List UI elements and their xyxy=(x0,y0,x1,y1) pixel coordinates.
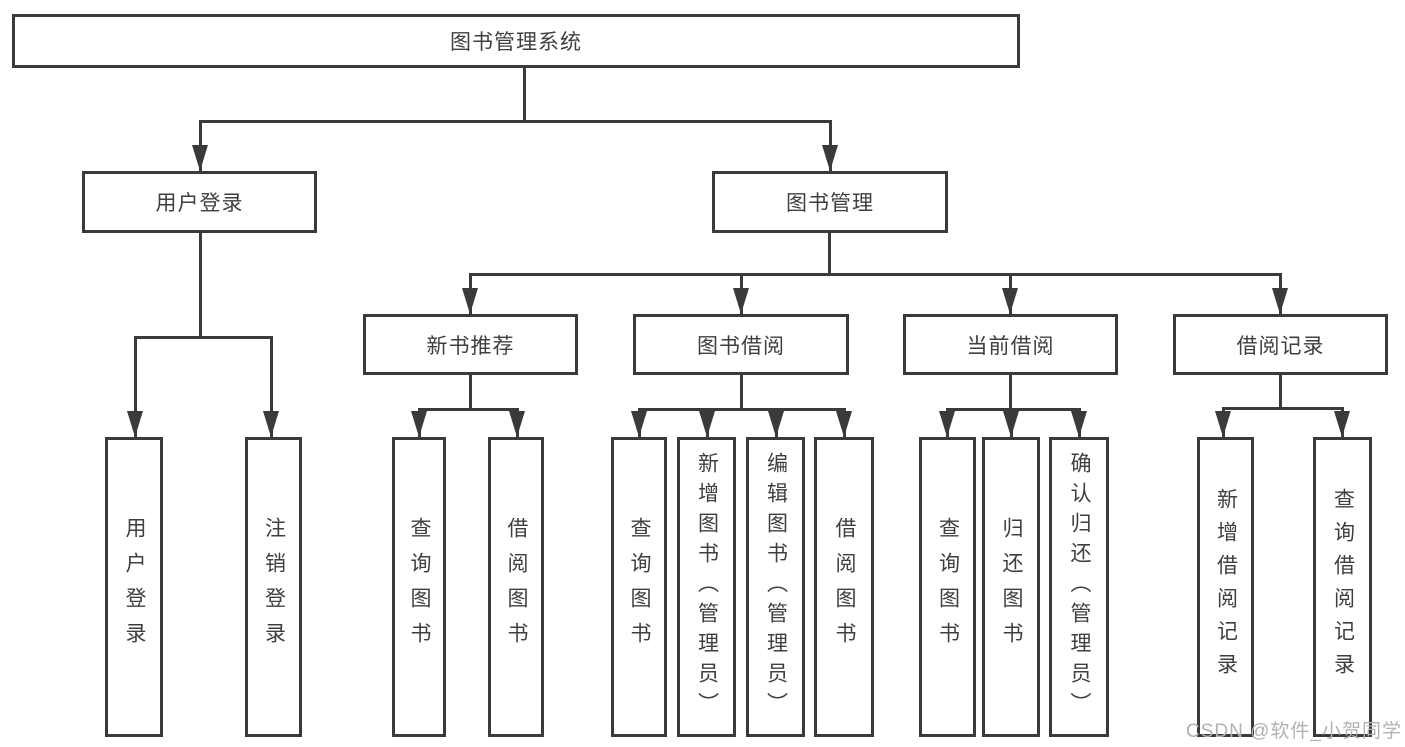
leaf-return-book: 归还图书 xyxy=(982,437,1040,737)
connector-book-management-stem xyxy=(828,233,831,275)
connector-current-borrow-stem xyxy=(1009,375,1012,408)
arrow-down-icon xyxy=(462,288,478,314)
arrow-down-icon xyxy=(509,411,525,437)
node-current-borrow: 当前借阅 xyxy=(903,314,1118,375)
arrow-down-icon xyxy=(411,411,427,437)
arrow-down-icon xyxy=(939,411,955,437)
leaf-query-borrow-record: 查询借阅记录 xyxy=(1313,437,1372,737)
arrow-down-icon xyxy=(1003,411,1019,437)
arrow-down-icon xyxy=(1272,288,1288,314)
connector-user-login-split xyxy=(134,336,273,339)
arrow-down-icon xyxy=(733,288,749,314)
connector-book-borrow-stem xyxy=(740,375,743,408)
leaf-borrow-book-1: 借阅图书 xyxy=(488,437,544,737)
leaf-add-borrow-record: 新增借阅记录 xyxy=(1197,437,1254,737)
arrow-down-icon xyxy=(1002,288,1018,314)
connector-book-management-split xyxy=(469,273,1282,276)
node-new-book-recommend: 新书推荐 xyxy=(363,314,578,375)
connector-new-book-split xyxy=(418,408,519,411)
leaf-user-login: 用户登录 xyxy=(105,437,163,737)
arrow-down-icon xyxy=(127,411,143,437)
leaf-logout-login: 注销登录 xyxy=(245,437,302,737)
leaf-borrow-book-2: 借阅图书 xyxy=(814,437,874,737)
leaf-add-book-admin: 新增图书（管理员） xyxy=(677,437,736,737)
connector-root-stem xyxy=(523,68,526,123)
arrow-down-icon xyxy=(699,411,715,437)
connector-user-login-stem xyxy=(199,233,202,338)
connector-stub-leaf-logout xyxy=(270,336,273,437)
arrow-down-icon xyxy=(1071,411,1087,437)
leaf-query-book-1: 查询图书 xyxy=(392,437,446,737)
arrow-down-icon xyxy=(768,411,784,437)
arrow-down-icon xyxy=(1215,411,1231,437)
node-borrow-record: 借阅记录 xyxy=(1173,314,1388,375)
leaf-confirm-return-admin: 确认归还（管理员） xyxy=(1049,437,1109,737)
arrow-down-icon xyxy=(836,411,852,437)
arrow-down-icon xyxy=(263,411,279,437)
leaf-query-book-2: 查询图书 xyxy=(611,437,667,737)
arrow-down-icon xyxy=(192,145,208,171)
node-book-borrow: 图书借阅 xyxy=(633,314,849,375)
leaf-edit-book-admin: 编辑图书（管理员） xyxy=(746,437,805,737)
node-book-management: 图书管理 xyxy=(712,171,948,233)
connector-borrow-record-split xyxy=(1222,407,1344,410)
connector-new-book-stem xyxy=(469,375,472,408)
leaf-query-book-3: 查询图书 xyxy=(919,437,976,737)
connector-stub-leaf-user-login xyxy=(134,336,137,437)
watermark: CSDN @软件_小贺同学 xyxy=(1186,721,1402,742)
connector-current-borrow-split xyxy=(946,408,1081,411)
connector-book-borrow-split xyxy=(638,408,846,411)
arrow-down-icon xyxy=(822,145,838,171)
connector-level1-split xyxy=(199,120,832,123)
node-user-login: 用户登录 xyxy=(82,171,317,233)
arrow-down-icon xyxy=(631,411,647,437)
arrow-down-icon xyxy=(1334,411,1350,437)
node-root: 图书管理系统 xyxy=(12,14,1020,68)
connector-borrow-record-stem xyxy=(1279,375,1282,407)
